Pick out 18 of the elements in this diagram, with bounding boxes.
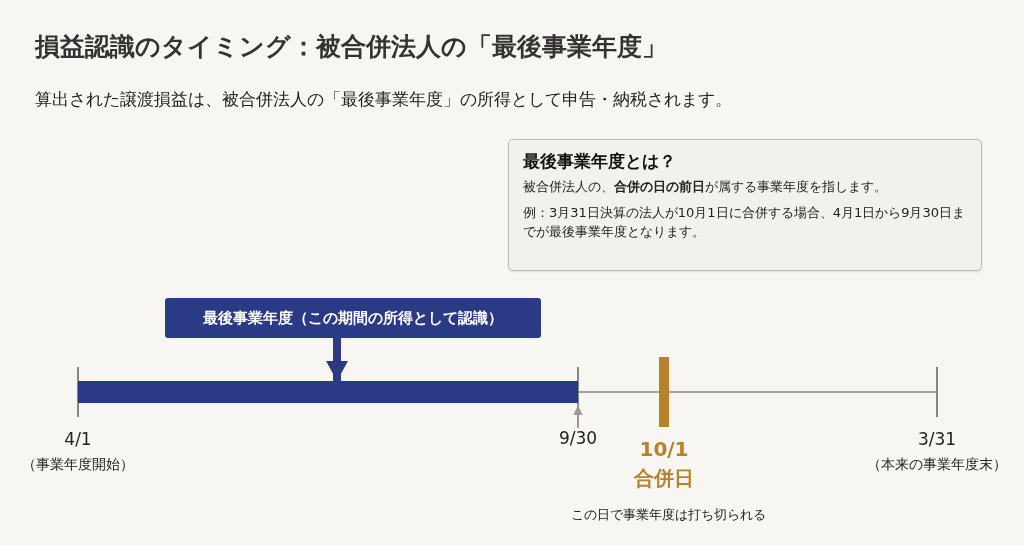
arrow xyxy=(326,338,348,381)
date-note: （本来の事業年度末） xyxy=(867,456,1007,474)
info-box xyxy=(508,139,982,271)
date-label: 3/31 xyxy=(917,429,957,449)
arrow xyxy=(573,404,583,429)
date-label: 9/30 xyxy=(553,428,603,452)
info-text: 被合併法人の、合併の日の前日が属する事業年度を指します。 xyxy=(523,178,888,196)
callout-box: 最後事業年度（この期間の所得として認識） xyxy=(165,298,541,338)
date-note: 合併日 xyxy=(634,465,694,492)
info-heading: 最後事業年度とは？ xyxy=(523,150,677,173)
date-note: （事業年度開始） xyxy=(22,456,134,474)
subtitle: 算出された譲渡損益は、被合併法人の「最後事業年度」の所得として申告・納税されます。 xyxy=(35,88,732,111)
date-label: 10/1 xyxy=(639,437,689,461)
info-text: 例：3月31日決算の法人が10月1日に合併する場合、4月1日から9月30日までが最後事業年度となります。 xyxy=(523,203,966,241)
period-bar xyxy=(78,381,578,403)
date-label: 4/1 xyxy=(64,429,92,449)
title: 損益認識のタイミング：被合併法人の「最後事業年度」 xyxy=(35,31,667,63)
note-text: この日で事業年度は打ち切られる xyxy=(570,506,766,524)
